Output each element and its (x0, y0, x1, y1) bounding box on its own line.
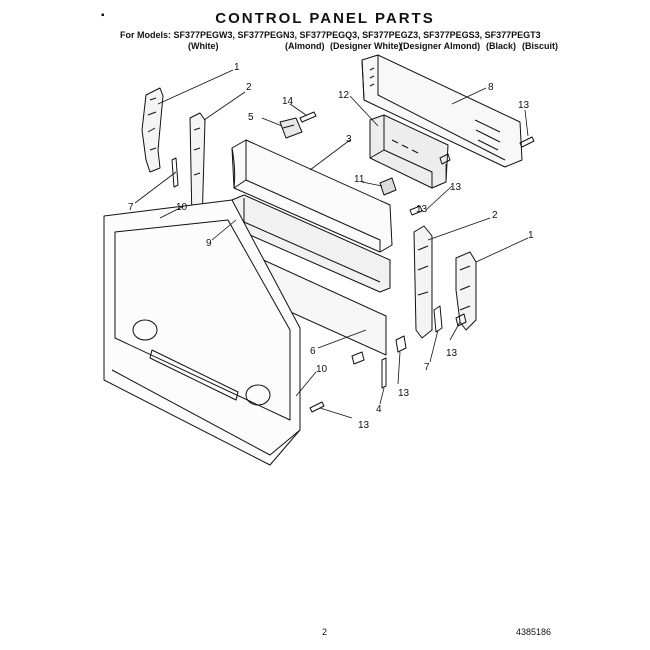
color-white: (White) (188, 41, 219, 51)
part-screw-4 (381, 357, 387, 389)
part-side-trim-right (413, 225, 433, 339)
color-designer-almond: (Designer Almond) (400, 41, 481, 51)
color-designer-white: (Designer White) (330, 41, 402, 51)
document-number: 4385186 (516, 627, 552, 637)
callout-2b: 2 (492, 210, 498, 221)
page-number: 2 (322, 627, 328, 637)
callout-1a: 1 (234, 62, 240, 73)
part-clip-left (171, 157, 179, 188)
part-mounting-bracket (361, 54, 523, 168)
part-screw-13c (409, 205, 423, 216)
color-black: (Black) (486, 41, 517, 51)
color-biscuit: (Biscuit) (522, 41, 558, 51)
callout-13b: 13 (450, 182, 462, 193)
callout-13d: 13 (446, 348, 458, 359)
callout-9: 9 (206, 238, 212, 249)
callout-14: 14 (282, 96, 294, 107)
part-end-cap-right (455, 251, 477, 331)
part-switch-block (279, 117, 303, 139)
callout-10b: 10 (316, 364, 328, 375)
callout-4: 4 (376, 404, 382, 415)
callout-8: 8 (488, 82, 494, 93)
part-screw-13f (455, 313, 467, 327)
part-knob (379, 177, 397, 196)
callout-13f: 13 (358, 420, 370, 431)
callout-10a: 10 (176, 202, 188, 213)
models-line: For Models: SF377PEGW3, SF377PEGN3, SF37… (120, 30, 541, 40)
part-screw-13a (519, 136, 535, 148)
callout-7a: 7 (128, 202, 134, 213)
part-screw-13b (439, 153, 451, 165)
callout-12: 12 (338, 90, 350, 101)
part-electronic-control (369, 114, 449, 189)
callout-11: 11 (354, 174, 365, 185)
callout-1b: 1 (528, 230, 534, 241)
part-clip-right (433, 305, 443, 333)
callout-13e: 13 (398, 388, 410, 399)
model-list: For Models: SF377PEGW3, SF377PEGN3, SF37… (120, 30, 558, 51)
callout-3: 3 (346, 134, 352, 145)
page-title: CONTROL PANEL PARTS (215, 10, 435, 27)
part-console-panel (231, 139, 393, 253)
callout-2a: 2 (246, 82, 252, 93)
callout-13c: 13 (416, 204, 428, 215)
part-back-panel (103, 199, 301, 466)
callout-6: 6 (310, 346, 316, 357)
part-screw-13d (395, 335, 407, 353)
part-screw-14 (299, 111, 317, 123)
callout-5: 5 (248, 112, 254, 123)
corner-mark: ▪ (101, 10, 105, 21)
callout-13a: 13 (518, 100, 530, 111)
callout-7b: 7 (424, 362, 430, 373)
leader-lines (134, 69, 529, 419)
part-end-cap-left (141, 87, 164, 173)
part-screw-13e (309, 401, 325, 413)
part-clip-6 (351, 351, 365, 365)
color-almond: (Almond) (285, 41, 325, 51)
